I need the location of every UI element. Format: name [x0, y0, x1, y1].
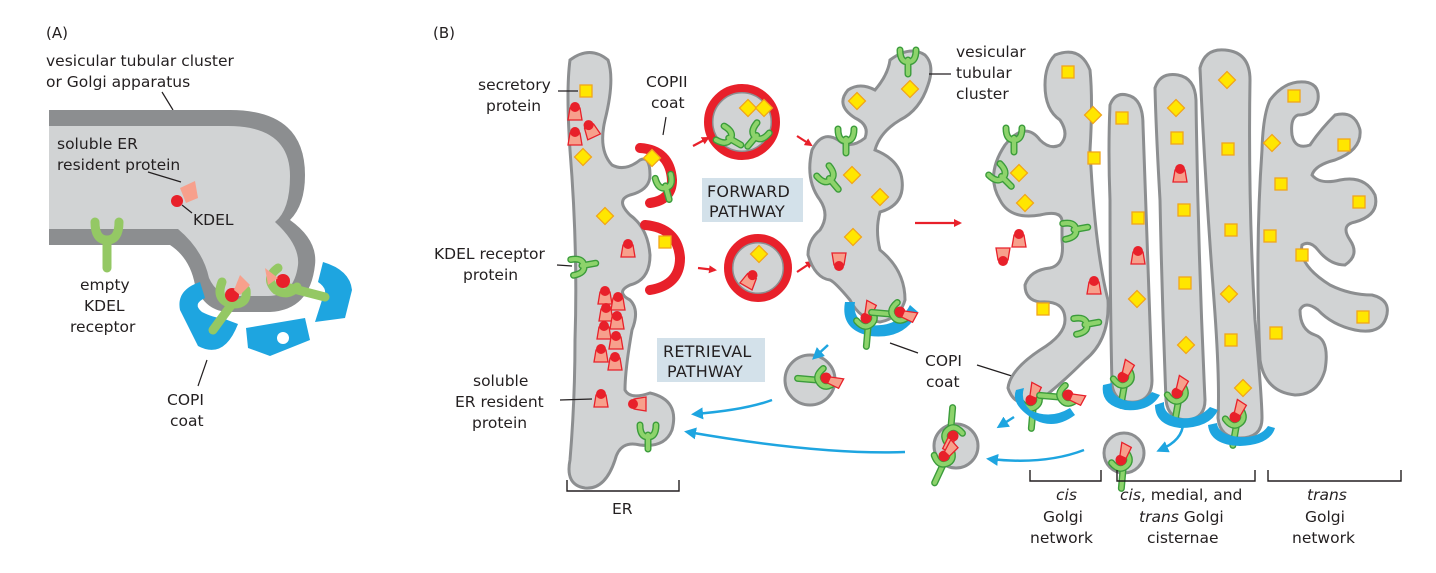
bound-kdel-receptor-a2 — [265, 263, 330, 302]
cisternae-line2-rest: Golgi — [1179, 508, 1224, 526]
panel-a: (A) vesicular tubular cluster or Golgi a… — [46, 24, 352, 430]
golgi-label-line1: vesicular tubular cluster — [46, 52, 235, 70]
vtc-label-line2: tubular — [956, 64, 1012, 82]
copi-coat-cisterna-3 — [1208, 423, 1275, 446]
trans-bracket-line1: trans — [1307, 486, 1347, 504]
cisternae-line2-italic: trans — [1139, 508, 1179, 526]
cisterna-2 — [1153, 73, 1207, 422]
copii-coat-bud-lower — [640, 220, 686, 295]
cis-bracket-line1: cis — [1056, 486, 1077, 504]
soluble-label-a-line1: soluble ER — [57, 135, 138, 153]
soluble-er-protein-a — [171, 181, 198, 207]
soluble-label-b-line1: soluble — [473, 372, 528, 390]
forward-label-line1: FORWARD — [707, 182, 790, 201]
copii-leader — [662, 116, 667, 136]
retrieval-label-line1: RETRIEVAL — [663, 342, 752, 361]
cisternae-line1-italic: cis — [1120, 486, 1141, 504]
cis-bracket-line2: Golgi — [1043, 508, 1083, 526]
copi-coat-cis — [1014, 388, 1075, 424]
copi-leader-b1 — [889, 342, 919, 354]
copi-leader-a — [197, 359, 208, 387]
copi-coat-a — [179, 262, 352, 356]
empty-label-line2: KDEL — [84, 297, 125, 315]
vtc-label-line1: vesicular — [956, 43, 1026, 61]
cisternae-bracket: cis, medial, and trans Golgi cisternae — [1116, 470, 1256, 547]
golgi-lumen — [49, 126, 299, 296]
kdel-label: KDEL — [193, 211, 234, 229]
secretory-label-line2: protein — [486, 97, 541, 115]
kdel-receptor-label-line2: protein — [463, 266, 518, 284]
trans-bracket-line2: Golgi — [1305, 508, 1345, 526]
retrieval-arrows — [684, 344, 1185, 466]
copi-label-b-line2: coat — [926, 373, 960, 391]
er-bracket-label: ER — [612, 500, 633, 518]
copi-leader-b2 — [976, 364, 1016, 378]
copi-coat-cisterna-1 — [1102, 383, 1160, 411]
cisternae-bracket-line1: cis, medial, and — [1120, 486, 1242, 504]
empty-kdel-receptor-a — [90, 217, 124, 273]
forward-pathway-label: FORWARD PATHWAY — [702, 178, 803, 222]
panel-b: (B) — [433, 24, 1402, 547]
soluble-label-a-line2: resident protein — [57, 156, 180, 174]
cis-bracket-line3: network — [1030, 529, 1093, 547]
vtc-label-line3: cluster — [956, 85, 1009, 103]
copi-vesicle-1 — [783, 355, 846, 405]
secretory-label-line1: secretory — [478, 76, 551, 94]
retrieval-label-line2: PATHWAY — [667, 362, 743, 381]
copii-label-line1: COPII — [646, 73, 688, 91]
trans-golgi-network — [1256, 80, 1389, 397]
cisternae-bracket-line2: trans Golgi — [1139, 508, 1224, 526]
kdel-receptor-leader — [556, 264, 573, 267]
trans-golgi-bracket: trans Golgi network — [1267, 470, 1402, 547]
cis-golgi-bracket: cis Golgi network — [1029, 470, 1102, 547]
retrieval-pathway-label: RETRIEVAL PATHWAY — [657, 338, 765, 382]
golgi-leader-line — [161, 91, 174, 111]
golgi-label-line2: or Golgi apparatus — [46, 73, 190, 91]
forward-arrows — [692, 135, 962, 274]
cisternae-line1-rest: , medial, and — [1141, 486, 1242, 504]
empty-label-line1: empty — [80, 276, 130, 294]
soluble-label-b-line2: ER resident — [455, 393, 544, 411]
cisterna-3 — [1198, 48, 1264, 440]
kdel-receptor-label-line1: KDEL receptor — [434, 245, 545, 263]
copi-label-b-line1: COPI — [925, 352, 962, 370]
empty-label-line3: receptor — [70, 318, 136, 336]
panel-b-label: (B) — [433, 24, 455, 42]
copi-label-a-line1: COPI — [167, 391, 204, 409]
copi-label-a-line2: coat — [170, 412, 204, 430]
trans-bracket-line3: network — [1292, 529, 1355, 547]
copi-vesicle-2 — [923, 408, 980, 483]
cisterna-1 — [1107, 93, 1154, 404]
panel-a-label: (A) — [46, 24, 68, 42]
copi-coat-cisterna-2 — [1155, 402, 1218, 428]
soluble-leader-a — [147, 171, 182, 183]
er-bracket: ER — [566, 480, 680, 518]
kdel-leader-a — [181, 204, 193, 214]
copi-vesicle-3 — [1099, 431, 1148, 488]
bound-kdel-receptor-a1 — [208, 275, 251, 335]
soluble-label-b-line3: protein — [472, 414, 527, 432]
copii-label-line2: coat — [651, 94, 685, 112]
soluble-leader-b — [559, 398, 593, 401]
forward-label-line2: PATHWAY — [709, 202, 785, 221]
cisternae-bracket-line3: cisternae — [1147, 529, 1218, 547]
